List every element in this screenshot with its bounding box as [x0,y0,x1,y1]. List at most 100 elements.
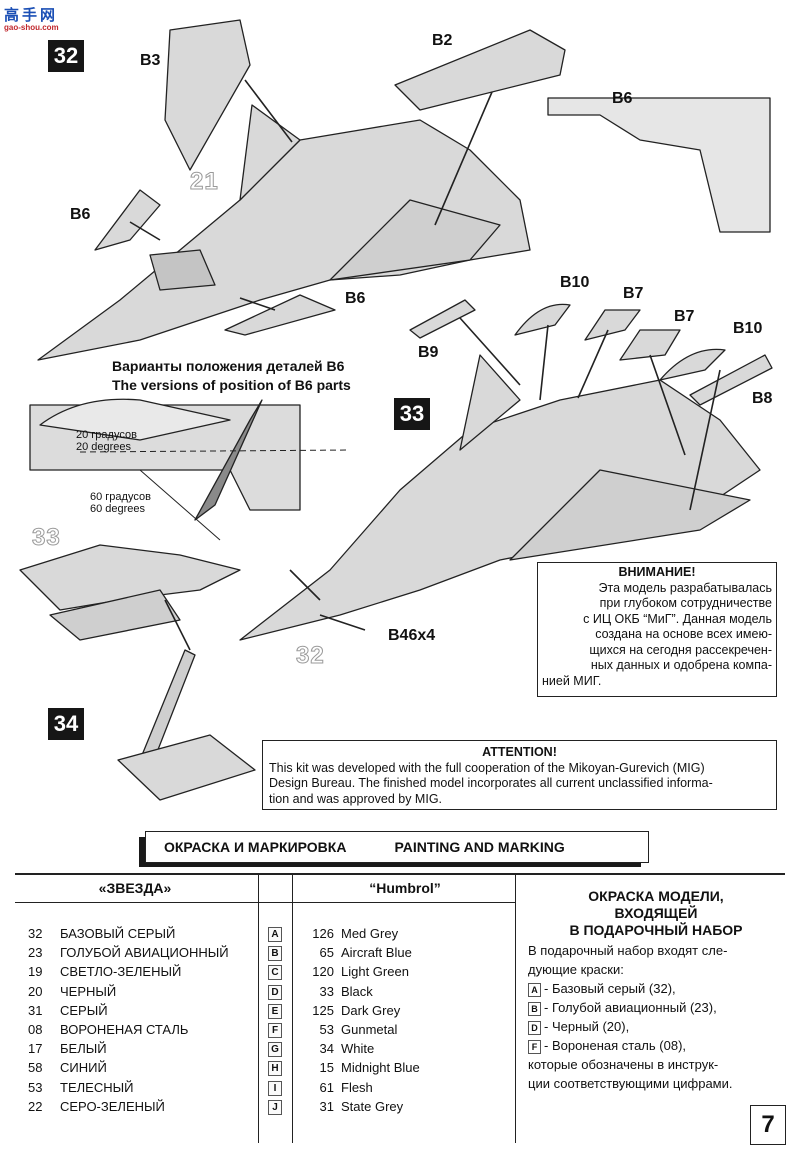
kit-item: D- Черный (20), [528,1017,784,1036]
b6-versions-blade [194,399,263,521]
humbrol-color-name: Dark Grey [341,1002,401,1018]
b6-versions-title-en: The versions of position of B6 parts [112,377,351,393]
paint-letter-badge: B [528,1001,541,1016]
kit-body-line: В подарочный набор входят сле- [528,943,728,958]
b6-60-degree-line [139,469,221,541]
kit-item: F- Вороненая сталь (08), [528,1036,784,1055]
notice-en-line: Design Bureau. The finished model incorp… [269,776,713,790]
zvezda-color-name: ТЕЛЕСНЫЙ [60,1079,134,1095]
table-col-divider [515,873,517,1143]
paint-letter-badge: D [528,1020,541,1035]
humbrol-number: 33 [319,983,334,999]
aircraft-step32-canopy [149,249,216,291]
zvezda-number: 58 [28,1060,43,1076]
part-label-b9: B9 [418,344,439,361]
part-label-b7-b: B7 [674,308,695,325]
notice-ru-line: Эта модель разрабатывалась [598,580,773,595]
kit-item-text: - Голубой авиационный (23), [544,1000,717,1015]
zvezda-color-name: БЕЛЫЙ [60,1041,107,1057]
aircraft-step32-wing-left [239,104,301,201]
part-label-b3: B3 [140,52,161,69]
deg20-en: 20 degrees [76,441,132,453]
kit-item-text: - Черный (20), [544,1019,630,1034]
deg60-en: 60 degrees [90,503,146,515]
notice-en-title: ATTENTION! [482,745,557,759]
b6-versions-title-ru: Варианты положения деталей B6 [112,358,345,374]
deg20-ru: 20 градусов [76,429,137,441]
zvezda-color-name: СВЕТЛО-ЗЕЛЕНЫЙ [60,964,182,980]
kit-item: B- Голубой авиационный (23), [528,998,784,1017]
part-label-b6-left: B6 [70,206,91,223]
part-b2-fin [394,29,566,111]
notice-ru-line: при глубоком сотрудничестве [599,596,772,610]
humbrol-color-name: Black [341,983,373,999]
detail-b6-inset [547,97,771,233]
aircraft-step33-wing [509,469,751,561]
zvezda-color-name: СИНИЙ [60,1060,107,1076]
paint-letter-badge: A [528,982,541,997]
part-label-b6-right: B6 [345,290,366,307]
humbrol-number: 120 [312,964,334,980]
part-b10-b [659,348,726,381]
kit-body-line: которые обозначены в инструк- [528,1057,719,1072]
watermark-brand: 高手网 [4,7,59,24]
paint-letter-badge: C [268,965,282,981]
page-number: 7 [750,1105,786,1145]
stand-base [117,734,256,801]
paint-letter-badge: I [268,1080,282,1096]
kit-title-line: ВХОДЯЩЕЙ [614,905,698,921]
paint-letter-badge: J [268,1099,282,1115]
part-label-b10-b: B10 [733,320,763,337]
aircraft-step32-wing-right [329,199,501,281]
ghost-number-33: 33 [32,524,61,552]
table-col-divider [258,873,260,1143]
zvezda-number: 20 [28,983,43,999]
zvezda-number: 53 [28,1079,43,1095]
section-title-ru: ОКРАСКА И МАРКИРОВКА [164,839,347,855]
humbrol-color-name: State Grey [341,1098,404,1114]
kit-body-line: дующие краски: [528,962,624,977]
part-label-b2: B2 [432,32,453,49]
zvezda-number: 31 [28,1002,43,1018]
ghost-number-21: 21 [190,168,219,196]
part-b6-right [224,294,336,336]
table-top-rule [15,873,785,875]
kit-title-line: В ПОДАРОЧНЫЙ НАБОР [569,922,743,938]
humbrol-number: 126 [312,926,334,941]
zvezda-color-name: ГОЛУБОЙ АВИАЦИОННЫЙ [60,945,229,961]
notice-ru-line: щихся на сегодня рассекречен- [589,642,772,657]
b6-versions-canopy [39,398,231,441]
humbrol-color-name: Med Grey [341,926,399,941]
paint-letter-badge: F [528,1039,541,1054]
kit-item-text: - Базовый серый (32), [544,981,676,996]
part-label-b10-a: B10 [560,274,590,291]
paint-letter-badge: D [268,984,282,1000]
aircraft-step33-body [239,379,761,641]
step-32-badge: 32 [48,40,84,72]
notice-ru: ВНИМАНИЕ! Эта модель разрабатывалась при… [537,562,777,697]
part-label-b8: B8 [752,390,773,407]
kit-body-line: ции соответствующими цифрами. [528,1076,733,1091]
zvezda-number: 22 [28,1098,43,1114]
humbrol-number: 65 [319,945,334,961]
part-b9 [409,299,476,339]
kit-item-text: - Вороненая сталь (08), [544,1038,687,1053]
zvezda-color-name: СЕРЫЙ [60,1002,108,1018]
notice-ru-line: с ИЦ ОКБ “МиГ”. Данная модель [583,611,772,626]
section-title-en: PAINTING AND MARKING [394,839,565,855]
zvezda-number: 19 [28,964,43,980]
notice-ru-line: ных данных и одобрена компа- [590,658,772,672]
humbrol-number: 53 [319,1022,334,1037]
aircraft-step34-wing [49,589,181,641]
part-label-b7-a: B7 [623,285,644,302]
zvezda-number: 23 [28,945,43,961]
column-zvezda: «ЗВЕЗДА» [98,880,172,896]
kit-item: A- Базовый серый (32), [528,979,784,998]
paint-letter-badge: E [268,1003,282,1019]
zvezda-color-name: СЕРО-ЗЕЛЕНЫЙ [60,1098,165,1114]
watermark-logo: 高手网 gao-shou.com [4,4,59,32]
humbrol-number: 34 [319,1041,334,1057]
section-header: ОКРАСКА И МАРКИРОВКА PAINTING AND MARKIN… [145,831,649,863]
kit-title-line: ОКРАСКА МОДЕЛИ, [588,888,724,904]
part-b7-a [584,309,641,341]
